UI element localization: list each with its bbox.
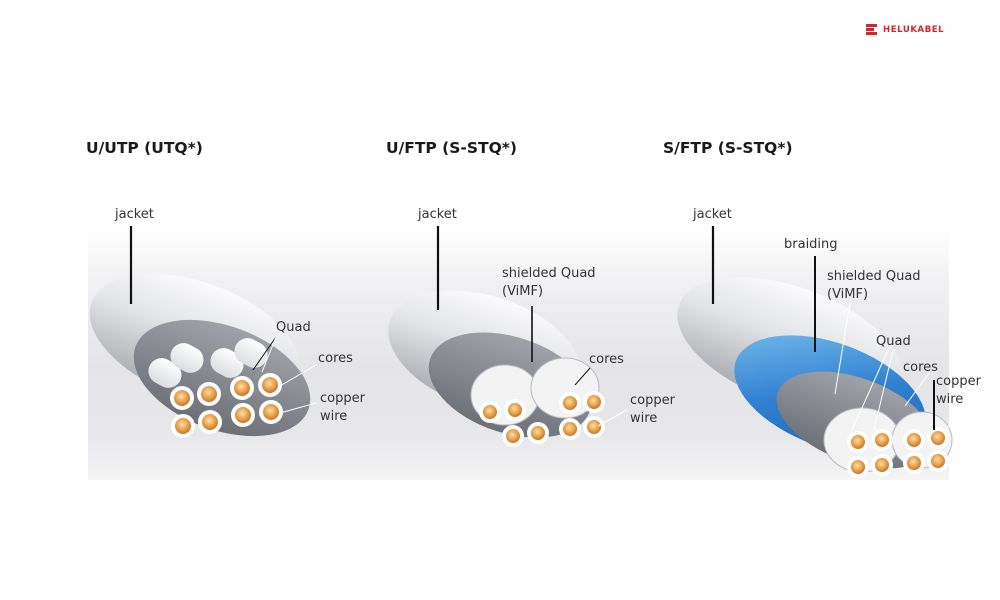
label-vimf-uftp: (ViMF)	[502, 284, 543, 299]
cable-uutp	[89, 226, 317, 438]
label-jacket-uftp: jacket	[417, 207, 457, 222]
label-jacket-sftp: jacket	[692, 207, 732, 222]
cable-sftp	[677, 226, 957, 478]
label-jacket-uutp: jacket	[114, 207, 154, 222]
title-uutp: U/UTP (UTQ*)	[86, 139, 203, 157]
label-copper-sftp: copper	[936, 374, 982, 389]
label-cores-uutp: cores	[318, 351, 353, 366]
title-uftp: U/FTP (S-STQ*)	[386, 139, 517, 157]
cable-uftp	[388, 226, 628, 447]
label-cores-sftp: cores	[903, 360, 938, 375]
label-copper-uutp: copper	[320, 391, 366, 406]
logo-mark-icon	[866, 24, 877, 35]
label-copper-uftp: copper	[630, 393, 676, 408]
label-shielded-uftp: shielded Quad	[502, 266, 596, 281]
label-vimf-sftp: (ViMF)	[827, 287, 868, 302]
label-quad-uutp: Quad	[276, 320, 311, 335]
title-sftp: S/FTP (S-STQ*)	[663, 139, 793, 157]
label-wire-uutp: wire	[320, 409, 347, 424]
logo-text: HELUKABEL	[883, 24, 945, 35]
label-shielded-sftp: shielded Quad	[827, 269, 921, 284]
label-wire-uftp: wire	[630, 411, 657, 426]
label-wire-sftp: wire	[936, 392, 963, 407]
label-braiding-sftp: braiding	[784, 237, 838, 252]
helukabel-logo: HELUKABEL	[866, 24, 944, 35]
label-cores-uftp: cores	[589, 352, 624, 367]
label-quad-sftp: Quad	[876, 334, 911, 349]
